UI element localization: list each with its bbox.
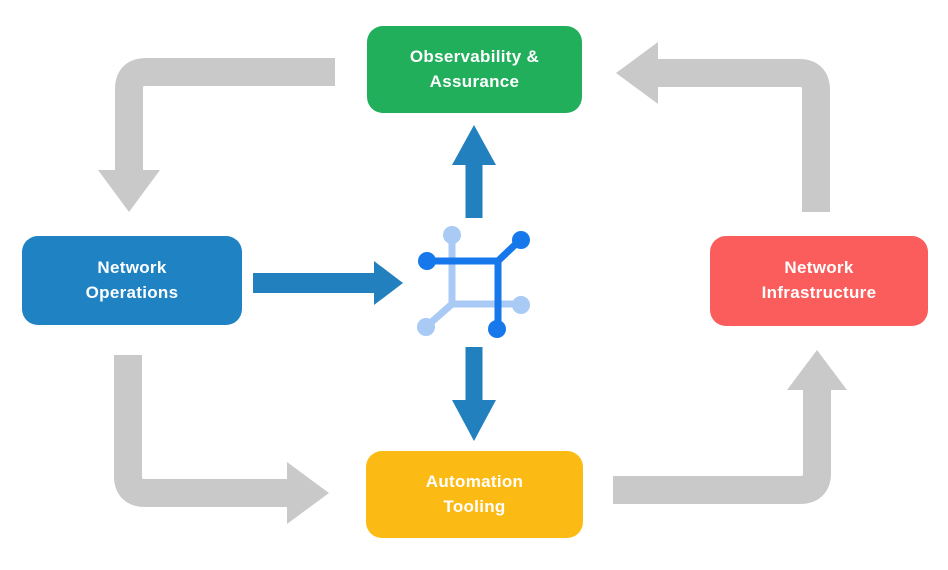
node-label-line: Tooling bbox=[443, 496, 506, 516]
node-label-line: Operations bbox=[85, 282, 179, 302]
node-label-line: Network bbox=[97, 257, 167, 277]
cycle-arrow-top-left-head bbox=[98, 170, 160, 212]
node-observability-assurance: Observability & Assurance bbox=[367, 26, 582, 113]
flow-arrow-right-head bbox=[374, 261, 403, 305]
node-label-line: Assurance bbox=[429, 71, 520, 91]
node-network-infrastructure: Network Infrastructure bbox=[710, 236, 928, 326]
node-label-line: Observability & bbox=[409, 46, 540, 66]
node-network-operations: Network Operations bbox=[22, 236, 242, 325]
cycle-arrow-bottom-left-shaft bbox=[114, 355, 287, 507]
node-automation-tooling: Automation Tooling bbox=[366, 451, 583, 538]
network-icon-node-right bbox=[512, 296, 530, 314]
network-icon-node-top-right bbox=[512, 231, 530, 249]
cycle-arrow-top-right-shaft bbox=[658, 59, 830, 212]
network-icon-node-bottom-left bbox=[417, 318, 435, 336]
flow-arrow-down-head bbox=[452, 400, 496, 441]
cycle-arrow-top-right-head bbox=[616, 42, 658, 104]
network-topology-icon bbox=[417, 226, 530, 338]
node-label-line: Automation bbox=[425, 471, 524, 491]
network-icon-node-left bbox=[418, 252, 436, 270]
cycle-arrow-bottom-left-head bbox=[287, 462, 329, 524]
cycle-arrow-top-left-shaft bbox=[115, 58, 335, 172]
network-icon-node-top bbox=[443, 226, 461, 244]
node-label-line: Network bbox=[784, 258, 854, 278]
cycle-arrow-bottom-right-head bbox=[787, 350, 847, 390]
network-icon-node-bottom bbox=[488, 320, 506, 338]
flow-arrow-up-head bbox=[452, 125, 496, 165]
node-label-line: Infrastructure bbox=[761, 283, 877, 302]
cycle-arrow-bottom-right-shaft bbox=[613, 390, 831, 504]
